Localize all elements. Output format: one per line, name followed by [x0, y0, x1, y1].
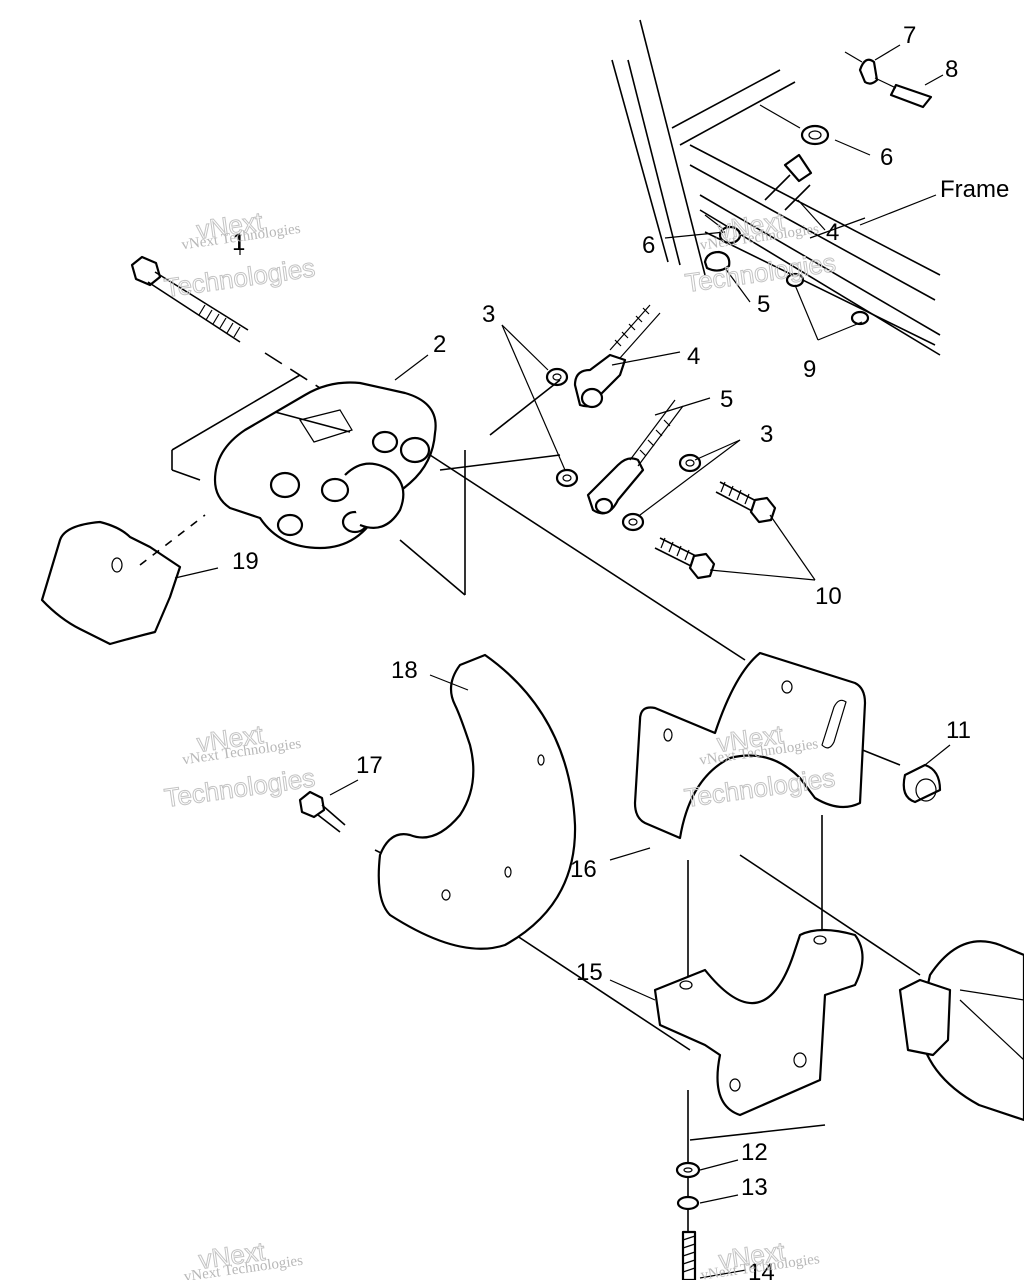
callout-13: 13 — [741, 1174, 768, 1201]
caliper-part-2 — [171, 374, 466, 596]
callout-8: 8 — [945, 56, 958, 83]
callout-labels: 1 2 3 3 4 4 5 5 6 6 7 8 9 10 11 12 13 14… — [232, 22, 1009, 1280]
callout-5-middle: 5 — [720, 386, 733, 413]
bolts-part-10 — [654, 481, 777, 580]
callout-10: 10 — [815, 583, 842, 610]
brake-pad-part-19 — [40, 514, 206, 646]
bracket-part-15 — [653, 928, 864, 1117]
bushing-part-11 — [902, 763, 942, 804]
assembly-leader-lines — [374, 454, 921, 1280]
bracket-part-16 — [633, 651, 867, 840]
callout-12: 12 — [741, 1139, 768, 1166]
callout-15: 15 — [576, 959, 603, 986]
hub-part — [898, 940, 1024, 1122]
bolt-part-17 — [298, 790, 346, 833]
lockwasher-part-13 — [676, 1195, 700, 1211]
callout-3-right: 3 — [760, 421, 773, 448]
watermark-top-right: vNext Technologies vNext Technologies — [683, 205, 838, 298]
callout-5-top: 5 — [757, 291, 770, 318]
bolt-part-1 — [130, 255, 321, 389]
callout-19: 19 — [232, 548, 259, 575]
callout-4-top: 4 — [826, 219, 839, 246]
callout-4-middle: 4 — [687, 343, 700, 370]
callout-2: 2 — [433, 331, 446, 358]
callout-frame: Frame — [940, 176, 1009, 203]
callout-11: 11 — [946, 717, 971, 744]
callout-6-right: 6 — [880, 144, 893, 171]
callout-16: 16 — [570, 856, 597, 883]
callout-18: 18 — [391, 657, 418, 684]
watermark-big-bottom: Technologies — [162, 762, 316, 813]
disc-guard-part-18 — [377, 653, 577, 950]
callout-3-left: 3 — [482, 301, 495, 328]
cotter-pin-part — [874, 77, 933, 109]
watermark-bottom-right: vNext Technologies vNext — [700, 1235, 821, 1280]
callout-14: 14 — [748, 1259, 775, 1280]
watermark-bottom-left: vNext Technologies vNext — [183, 1235, 304, 1280]
watermark-mid-left: vNext Technologies vNext Technologies — [162, 718, 317, 813]
stud-part-14 — [681, 1230, 697, 1280]
middle-linkage — [439, 304, 702, 532]
frame-structure — [611, 19, 941, 356]
watermark-big-bottom: Technologies — [162, 252, 316, 303]
clip-part — [844, 51, 879, 85]
callout-1: 1 — [232, 229, 245, 256]
callout-leaders — [174, 44, 951, 1279]
callout-9: 9 — [803, 356, 816, 383]
callout-17: 17 — [356, 752, 383, 779]
washer-part-12 — [675, 1161, 701, 1179]
upper-clevis-assembly — [703, 104, 870, 326]
callout-6-left: 6 — [642, 232, 655, 259]
callout-7: 7 — [903, 22, 916, 49]
